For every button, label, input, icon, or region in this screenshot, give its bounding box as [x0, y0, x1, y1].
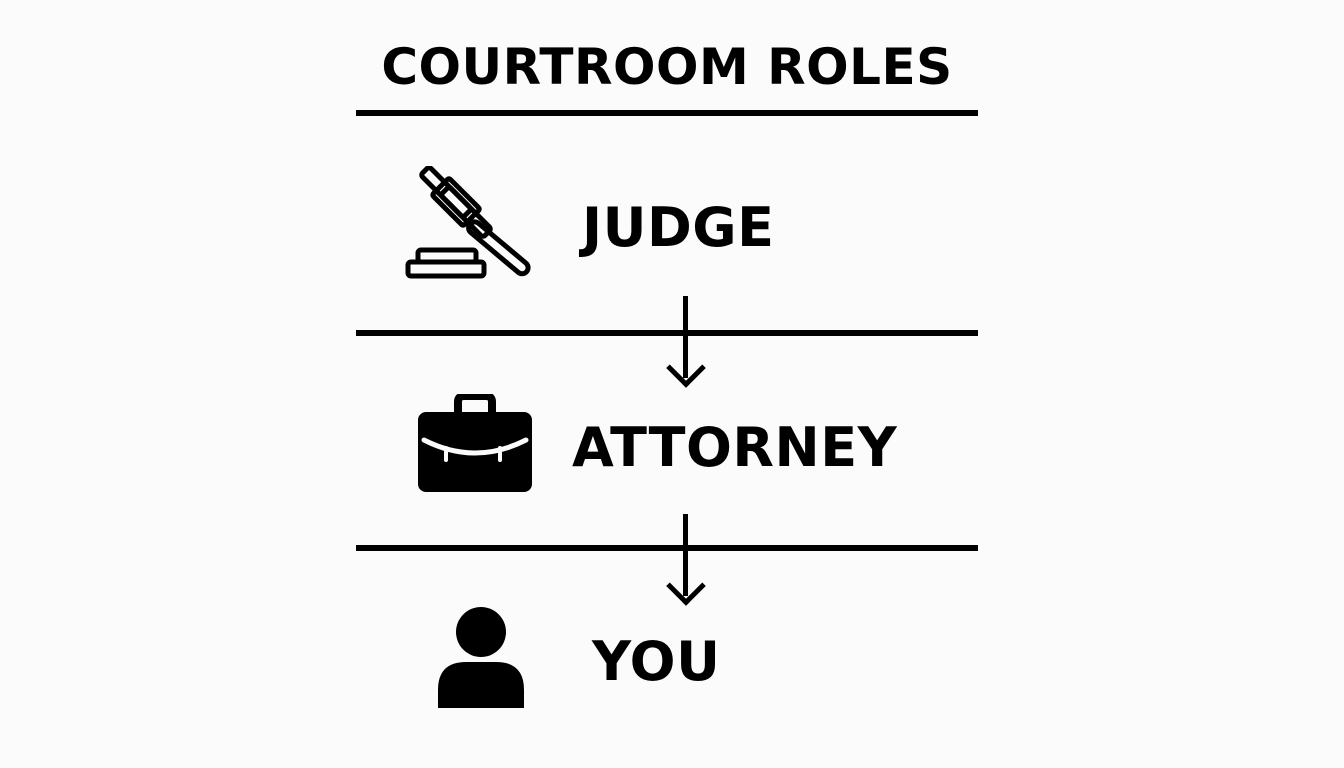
- briefcase-icon: [416, 394, 534, 494]
- gavel-icon: [404, 166, 550, 284]
- arrow-head-icon: [666, 566, 706, 606]
- arrow-down-icon: [683, 296, 688, 378]
- role-label-you: YOU: [592, 630, 721, 693]
- divider: [356, 545, 978, 551]
- diagram-title: COURTROOM ROLES: [381, 38, 953, 96]
- arrow-head-icon: [666, 348, 706, 388]
- person-icon: [436, 606, 526, 710]
- role-label-attorney: ATTORNEY: [572, 416, 898, 479]
- arrow-down-icon: [683, 514, 688, 596]
- title-underline: [356, 110, 978, 116]
- divider: [356, 330, 978, 336]
- role-label-judge: JUDGE: [582, 196, 775, 259]
